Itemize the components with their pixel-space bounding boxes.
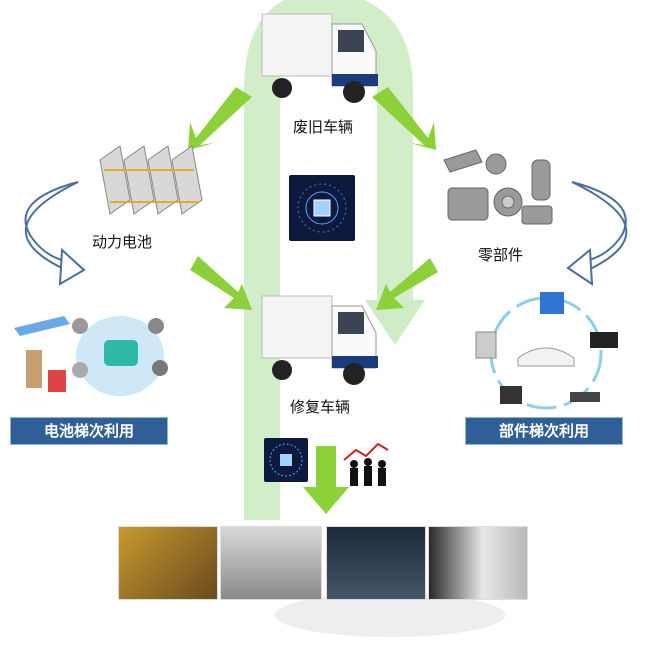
waste-truck-image bbox=[258, 6, 383, 106]
arrow-to-battery bbox=[188, 87, 252, 150]
arrow-battery-to-repair bbox=[190, 256, 252, 310]
arrow-parts-to-repair bbox=[376, 258, 438, 310]
arrow-down-to-photos bbox=[303, 446, 349, 514]
parts-uses-image bbox=[466, 288, 626, 418]
photo-cargo-box bbox=[428, 526, 528, 600]
chip-icon bbox=[289, 175, 355, 241]
parts-image bbox=[436, 140, 564, 235]
battery-pack-image bbox=[90, 140, 210, 220]
parts-label: 零部件 bbox=[478, 246, 524, 264]
business-people-image bbox=[342, 440, 392, 488]
battery-uses-image bbox=[10, 300, 170, 404]
repaired-truck-image bbox=[258, 288, 383, 388]
repaired-vehicle-label: 修复车辆 bbox=[290, 398, 351, 416]
parts-cascade-banner: 部件梯次利用 bbox=[465, 417, 623, 445]
waste-vehicle-label: 废旧车辆 bbox=[293, 118, 354, 136]
small-chip-icon bbox=[264, 438, 308, 482]
battery-cascade-banner: 电池梯次利用 bbox=[10, 417, 168, 445]
arrow-to-parts bbox=[372, 87, 436, 150]
photo-warehouse bbox=[118, 526, 218, 600]
photo-truck-loading bbox=[220, 526, 322, 600]
power-battery-label: 动力电池 bbox=[92, 233, 153, 251]
photo-night-truck bbox=[326, 526, 426, 600]
